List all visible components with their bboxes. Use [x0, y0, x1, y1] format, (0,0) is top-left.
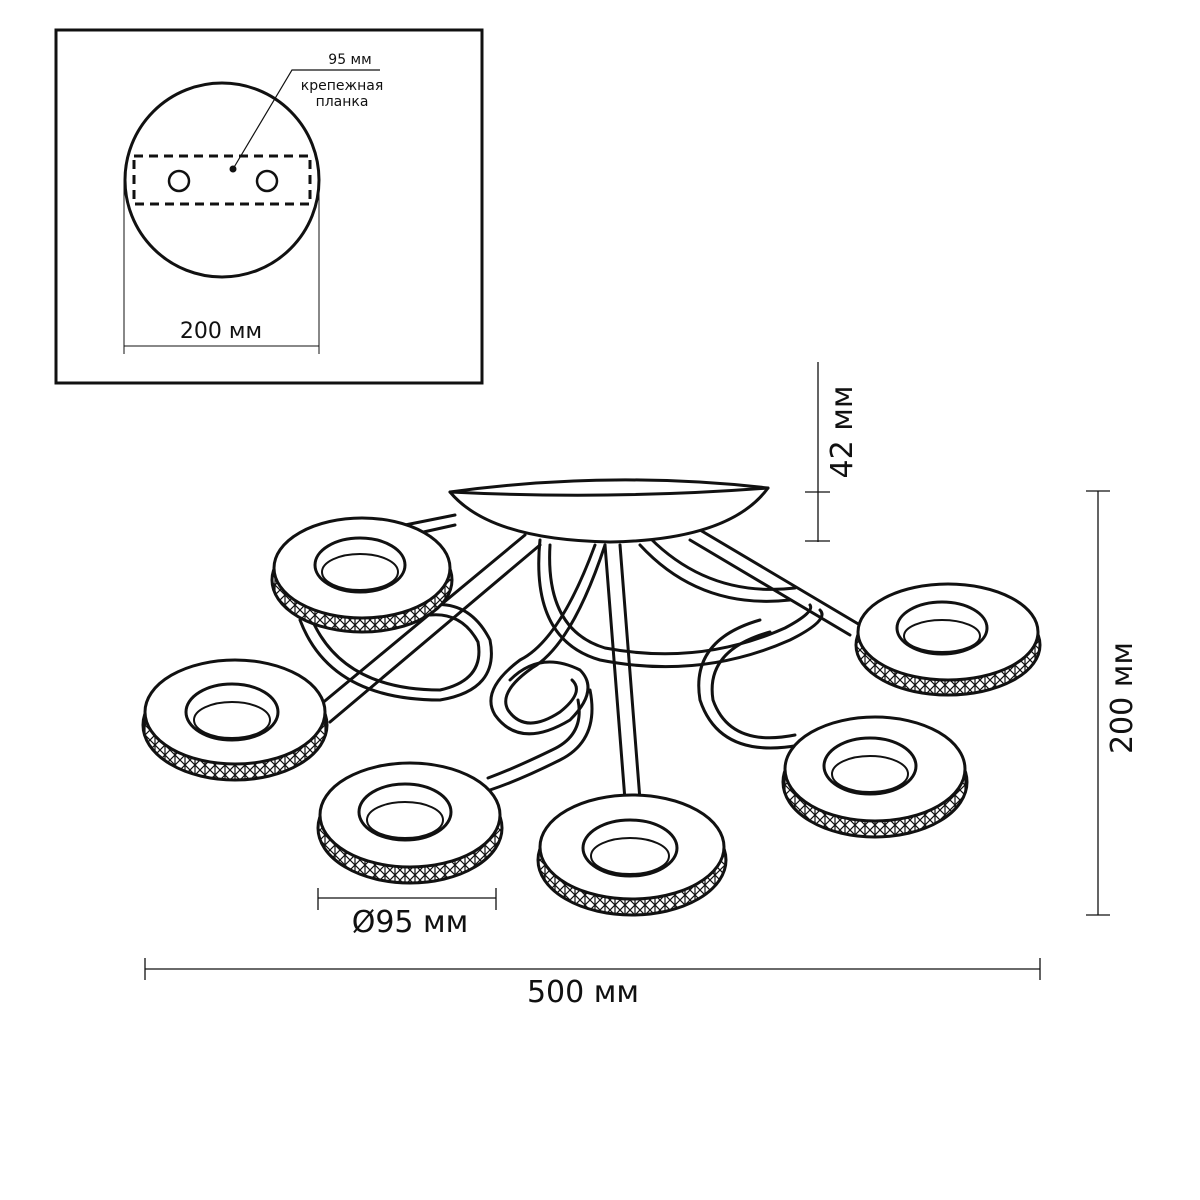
ring-shades: [141, 516, 1042, 917]
canopy-bowl: [448, 478, 770, 544]
plate-label-line1: крепежная: [301, 78, 384, 94]
plate-label-line2: планка: [316, 94, 369, 110]
arm-loop-middle: [489, 543, 597, 736]
arm-loop-right-inner: [710, 630, 797, 740]
arm-straight-center-b: [618, 543, 642, 802]
arm-back-left: [403, 513, 457, 527]
mounting-hole-right: [255, 169, 279, 193]
arm-loop-right: [697, 618, 802, 750]
mount-width-label: 95 мм: [328, 52, 371, 68]
arm-straight-center-a: [603, 543, 627, 802]
ring-shade-top-right: [854, 582, 1042, 697]
ring-shade-front-left: [316, 761, 504, 885]
shade-diameter-label: Ø95 мм: [352, 905, 469, 940]
arm-back-right-b: [648, 536, 797, 591]
ring-shade-right: [781, 715, 969, 839]
arm-straight-right-b: [688, 538, 852, 637]
arm-loop-center-inner: [548, 543, 813, 656]
canopy-circle: [123, 81, 321, 279]
canopy-top-view-inset: 95 мм крепежная планка 200 мм: [54, 28, 484, 385]
total-width-label: 500 мм: [527, 975, 639, 1010]
canopy-diameter-label: 200 мм: [180, 319, 262, 344]
inset-frame: [54, 28, 484, 385]
canopy-rim: [448, 486, 770, 497]
leader-line: [232, 69, 380, 170]
arm-loop-middle-inner: [504, 543, 607, 725]
dimension-labels: 42 мм 200 мм Ø95 мм 500 мм: [352, 386, 1140, 1010]
arm-loop-left: [298, 602, 493, 702]
chandelier-side-view: [298, 478, 862, 802]
arm-back-right: [638, 543, 792, 603]
arm-loop-left-inner: [308, 613, 481, 692]
arm-loop-center: [537, 538, 824, 669]
arm-to-front-left-b: [486, 698, 581, 780]
arm-straight-right-a: [698, 528, 862, 627]
arm-to-front-left: [488, 688, 594, 792]
total-height-label: 200 мм: [1105, 642, 1140, 754]
mounting-plate-outline: [132, 154, 312, 206]
canopy-height-label: 42 мм: [825, 386, 860, 479]
arm-straight-left-b: [328, 543, 542, 724]
ring-shade-top-left: [270, 516, 454, 634]
ring-shade-left: [141, 658, 329, 782]
dimension-lines: [144, 362, 1110, 980]
ring-shade-front-center: [536, 793, 728, 917]
mounting-hole-left: [167, 169, 191, 193]
